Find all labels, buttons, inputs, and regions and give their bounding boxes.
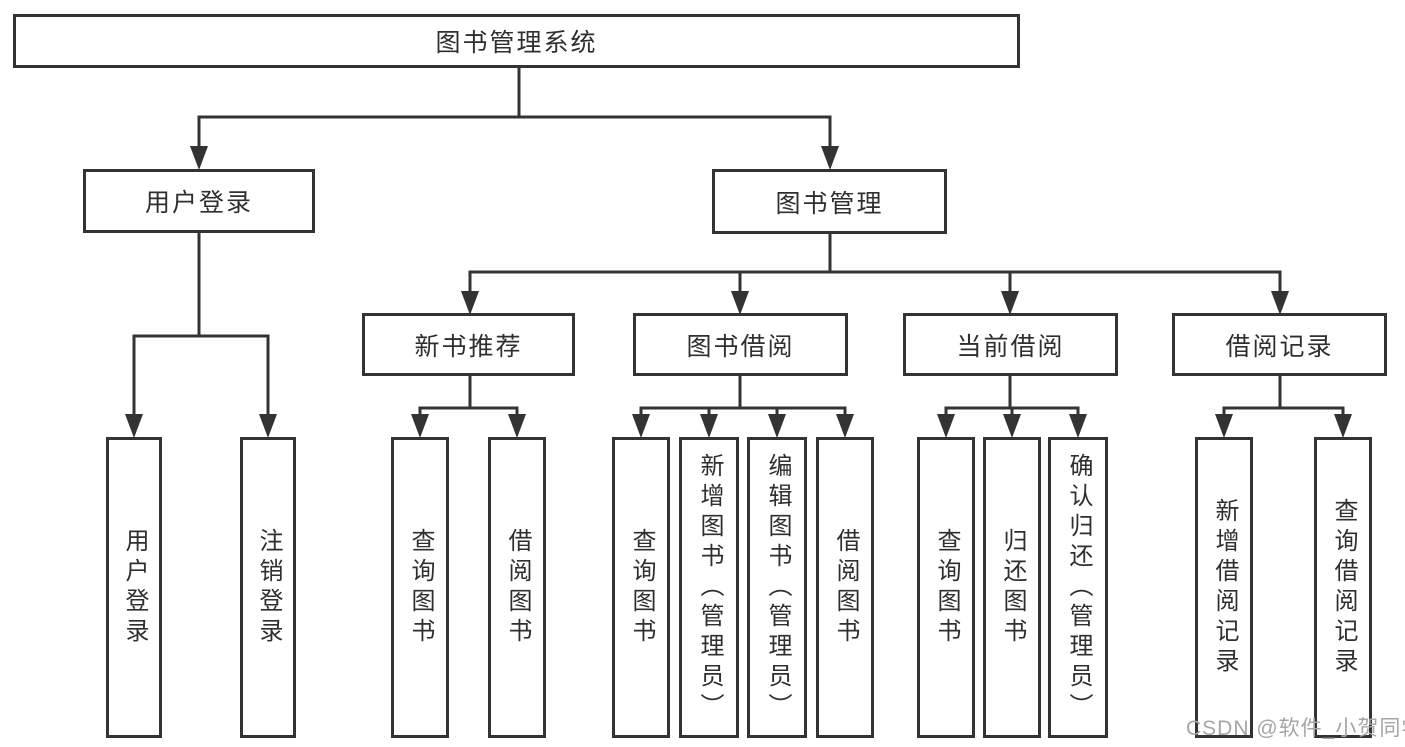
connectors-current-borrow: [937, 376, 1087, 438]
connectors-borrow-records: [1215, 376, 1352, 438]
leaf-user-login: 用户登录: [106, 437, 162, 738]
leaf-query-book-borrow: 查询图书: [612, 437, 670, 738]
connectors-user-login: [125, 232, 277, 438]
leaf-add-borrow-record: 新增借阅记录: [1195, 437, 1253, 738]
node-new-book-recommend: 新书推荐: [362, 313, 575, 376]
csdn-watermark: CSDN @软件_小贺同学: [1186, 717, 1405, 740]
leaf-confirm-return-admin: 确认归还（管理员）: [1048, 437, 1108, 738]
node-borrow-records: 借阅记录: [1172, 313, 1387, 376]
connectors-book-borrow: [632, 376, 854, 438]
connectors-new-book-recommend: [411, 376, 526, 438]
leaf-query-borrow-record: 查询借阅记录: [1314, 437, 1372, 738]
leaf-add-book-admin: 新增图书（管理员）: [679, 437, 739, 738]
leaf-edit-book-admin: 编辑图书（管理员）: [747, 437, 807, 738]
node-root: 图书管理系统: [13, 14, 1020, 68]
node-user-login: 用户登录: [83, 169, 315, 233]
node-book-management: 图书管理: [712, 169, 947, 234]
node-current-borrow: 当前借阅: [903, 313, 1118, 376]
leaf-logout: 注销登录: [240, 437, 296, 738]
node-book-borrow: 图书借阅: [633, 313, 848, 376]
leaf-query-book-recommend: 查询图书: [391, 437, 449, 738]
leaf-query-book-current: 查询图书: [917, 437, 975, 738]
leaf-borrow-book: 借阅图书: [816, 437, 874, 738]
connectors-book-management: [461, 234, 1289, 315]
leaf-borrow-book-recommend: 借阅图书: [488, 437, 546, 738]
leaf-return-book: 归还图书: [983, 437, 1041, 738]
connectors-root: [190, 68, 839, 170]
